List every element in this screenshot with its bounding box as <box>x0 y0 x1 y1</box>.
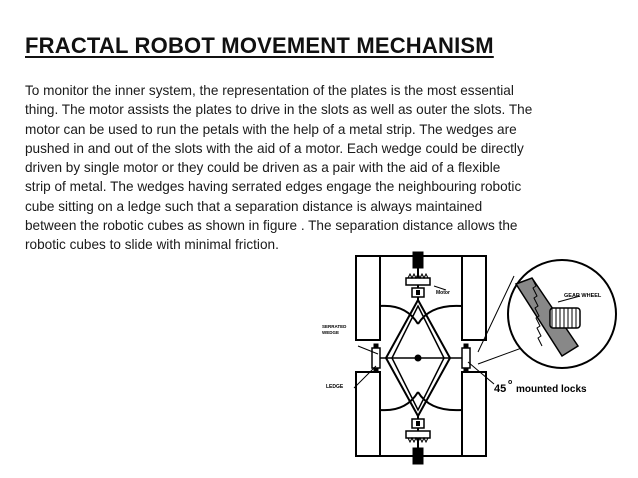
detail-callout <box>507 259 617 369</box>
angle-label: 45 <box>494 383 506 395</box>
serrated-wedge-label: SERRATED <box>322 324 347 329</box>
paragraph-line: To monitor the inner system, the represe… <box>25 83 514 98</box>
serrated-wedge-label-line2: WEDGE <box>322 330 339 335</box>
paragraph-line: cube sitting on a ledge such that a sepa… <box>25 198 483 214</box>
mechanism-figure: GEAR WHEEL Motor SERRATED WEDGE LEDGE 45… <box>318 242 618 474</box>
motor-label: Motor <box>436 290 450 296</box>
body-paragraph: To monitor the inner system, the represe… <box>25 81 580 255</box>
paragraph-line: between the robotic cubes as shown in fi… <box>25 218 518 234</box>
petal-linkage <box>372 297 464 419</box>
gear-wheel-label: GEAR WHEEL <box>564 293 602 299</box>
paragraph-line: strip of metal. The wedges having serrat… <box>25 179 522 195</box>
degree-mark: o <box>508 379 512 386</box>
top-motor <box>405 251 431 302</box>
paragraph-line: robotic cubes to slide with minimal fric… <box>25 237 279 253</box>
paragraph-line: driven by single motor or they could be … <box>25 160 501 176</box>
paragraph-line: motor can be used to run the petals with… <box>25 121 517 137</box>
paragraph-line: pushed in and out of the slots with the … <box>25 140 524 156</box>
mechanism-diagram: GEAR WHEEL Motor SERRATED WEDGE LEDGE 45… <box>322 251 617 465</box>
ledge-label: LEDGE <box>326 384 344 390</box>
bottom-motor <box>405 414 431 465</box>
mounted-locks-label: mounted locks <box>516 384 587 395</box>
slide-title: FRACTAL ROBOT MOVEMENT MECHANISM <box>25 33 494 58</box>
side-wedges <box>371 343 471 373</box>
paragraph-line: thing. The motor assists the plates to d… <box>25 102 533 118</box>
